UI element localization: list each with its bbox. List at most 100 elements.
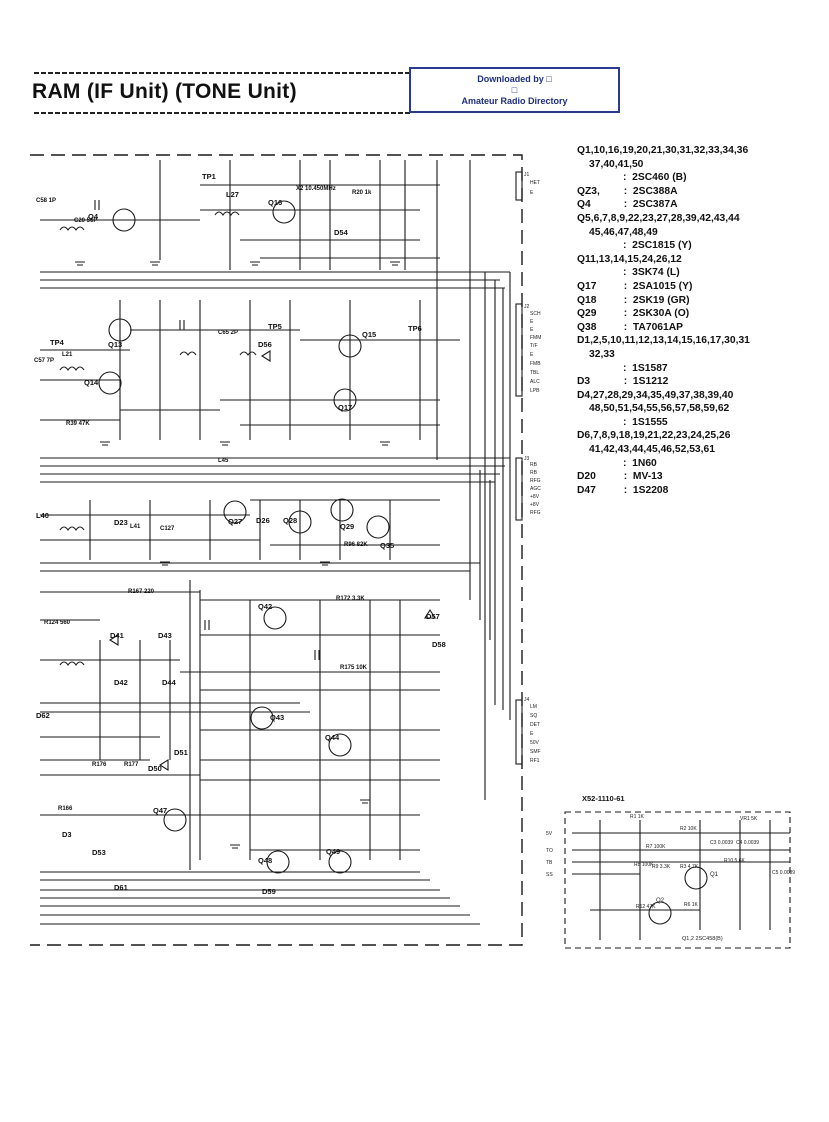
legend-row: Q38 : TA7061AP xyxy=(577,321,684,333)
j2-pin-8: TBL xyxy=(530,370,540,376)
banner-line-2: □ xyxy=(511,85,518,95)
label-r39: R39 47K xyxy=(66,421,90,427)
banner-line-3: Amateur Radio Directory xyxy=(461,96,568,106)
j4-pin-3: DET xyxy=(530,722,540,728)
inset-r12: R12 47K xyxy=(636,904,656,910)
label-q42: Q42 xyxy=(258,602,273,611)
legend-ref: Q29 xyxy=(577,308,597,320)
j3-pin-1: RB xyxy=(530,462,537,468)
label-q49: Q49 xyxy=(326,847,341,856)
legend-ref: D47 xyxy=(577,484,596,496)
j3-pin-7: RFG xyxy=(530,510,541,516)
j4-pin-7: RF1 xyxy=(530,758,540,764)
legend-part: 2SC388A xyxy=(632,185,678,197)
label-d58: D58 xyxy=(432,640,446,649)
label-r166: R166 xyxy=(58,806,73,812)
label-q43: Q43 xyxy=(270,713,285,722)
label-d61: D61 xyxy=(114,883,128,892)
legend-part: 1S1555 xyxy=(632,416,668,428)
header-rule-top xyxy=(34,72,410,74)
label-d56: D56 xyxy=(258,340,272,349)
label-r167: R167 220 xyxy=(128,589,155,595)
legend-ref: QZ3, xyxy=(577,185,600,197)
label-r124: R124 560 xyxy=(44,620,71,626)
inset-r7: R7 100K xyxy=(646,844,666,850)
legend-ref: Q4 xyxy=(577,199,591,211)
inset-pin-5v: 5V xyxy=(546,831,553,837)
inset-pin-tb: TB xyxy=(546,860,553,866)
legend-cont: 32,33 xyxy=(589,348,615,360)
j4-pin-4: E xyxy=(530,731,534,737)
j2-label: J2 xyxy=(524,304,530,310)
legend-part: 3SK74 (L) xyxy=(632,267,680,279)
j3-pin-5: +8V xyxy=(530,494,540,500)
legend-row: : 2SC1815 (Y) xyxy=(623,240,692,252)
label-q29: Q29 xyxy=(340,522,355,531)
banner-line-1: Downloaded by □ xyxy=(477,74,552,84)
label-xtal: X2 10.450MHz xyxy=(296,186,336,192)
legend-part: 1S1587 xyxy=(632,362,668,374)
label-q28: Q28 xyxy=(283,516,298,525)
inset-r6: R6 1K xyxy=(684,902,698,908)
legend-row: Q17 : 2SA1015 (Y) xyxy=(577,280,693,292)
j2-pin-5: T/F xyxy=(530,343,538,349)
legend-row: : 2SC460 (B) xyxy=(623,172,687,184)
download-banner[interactable]: Downloaded by □ □ Amateur Radio Director… xyxy=(409,67,620,113)
legend-row: Q11,13,14,15,24,26,12 xyxy=(577,253,750,267)
legend-cont: 37,40,41,50 xyxy=(589,158,644,170)
legend-row: Q29 : 2SK30A (O) xyxy=(577,308,690,320)
label-q4: Q4 xyxy=(88,212,99,221)
j4-pin-6: SMF xyxy=(530,749,541,755)
label-q27: Q27 xyxy=(228,517,243,526)
j2-pin-9: ALC xyxy=(530,379,540,385)
legend-ref: Q11,13,14,15,24,26,12 xyxy=(577,253,682,265)
j3-pin-4: AGC xyxy=(530,486,541,492)
inset-q2: Q2 xyxy=(656,898,665,904)
parts-legend: Q1,10,16,19,20,21,30,31,32,33,34,36 37,4… xyxy=(577,144,750,497)
j4-pin-1: LM xyxy=(530,704,537,710)
inset-c3: C3 0.0039 xyxy=(710,840,734,846)
j4-label: J4 xyxy=(524,697,530,703)
legend-ref: Q17 xyxy=(577,280,597,292)
legend-row: Q4 : 2SC387A xyxy=(577,199,678,211)
legend-ref: D3 xyxy=(577,376,591,388)
j4-pin-5: 50V xyxy=(530,740,539,746)
label-d26: D26 xyxy=(256,516,270,525)
legend-row: QZ3, : 2SC388A xyxy=(577,185,678,197)
legend-part: 1S2208 xyxy=(632,484,669,496)
legend-row: 45,46,47,48,49 xyxy=(577,226,750,240)
label-q17: Q17 xyxy=(338,403,353,412)
label-d57: D57 xyxy=(426,612,440,621)
label-l45: L45 xyxy=(218,458,229,464)
legend-row: D4,27,28,29,34,35,49,37,38,39,40 xyxy=(577,389,750,403)
j2-pin-3: E xyxy=(530,327,534,333)
label-d43: D43 xyxy=(158,631,172,640)
inset-c5: C5 0.0039 xyxy=(772,870,796,876)
legend-cont: 48,50,51,54,55,56,57,58,59,62 xyxy=(589,403,730,415)
legend-row: 37,40,41,50 xyxy=(577,158,750,172)
label-r20: R20 1k xyxy=(352,190,372,196)
legend-part: 2SA1015 (Y) xyxy=(632,280,693,292)
label-c65: C65 2P xyxy=(218,330,239,336)
legend-row: D20 : MV-13 xyxy=(577,471,663,483)
legend-ref: Q18 xyxy=(577,294,597,306)
label-tp1: TP1 xyxy=(202,172,216,181)
legend-ref: Q38 xyxy=(577,321,597,333)
legend-row: Q18 : 2SK19 (GR) xyxy=(577,294,690,306)
legend-part: 1S1212 xyxy=(632,376,669,388)
label-d59: D59 xyxy=(262,887,276,896)
label-d44: D44 xyxy=(162,678,176,687)
label-c127: C127 xyxy=(160,526,175,532)
inset-r8: R8 100K xyxy=(634,862,654,868)
legend-row: 48,50,51,54,55,56,57,58,59,62 xyxy=(577,402,750,416)
legend-row: 41,42,43,44,45,46,52,53,61 xyxy=(577,443,750,457)
inset-q1: Q1 xyxy=(710,872,719,878)
label-d62: D62 xyxy=(36,711,50,720)
legend-part: 2SC460 (B) xyxy=(632,172,687,184)
legend-part: TA7061AP xyxy=(632,321,684,333)
legend-part: MV-13 xyxy=(632,471,663,483)
j2-pin-4: FMM xyxy=(530,335,542,341)
label-r177: R177 xyxy=(124,762,139,768)
label-q16: Q16 xyxy=(268,198,283,207)
